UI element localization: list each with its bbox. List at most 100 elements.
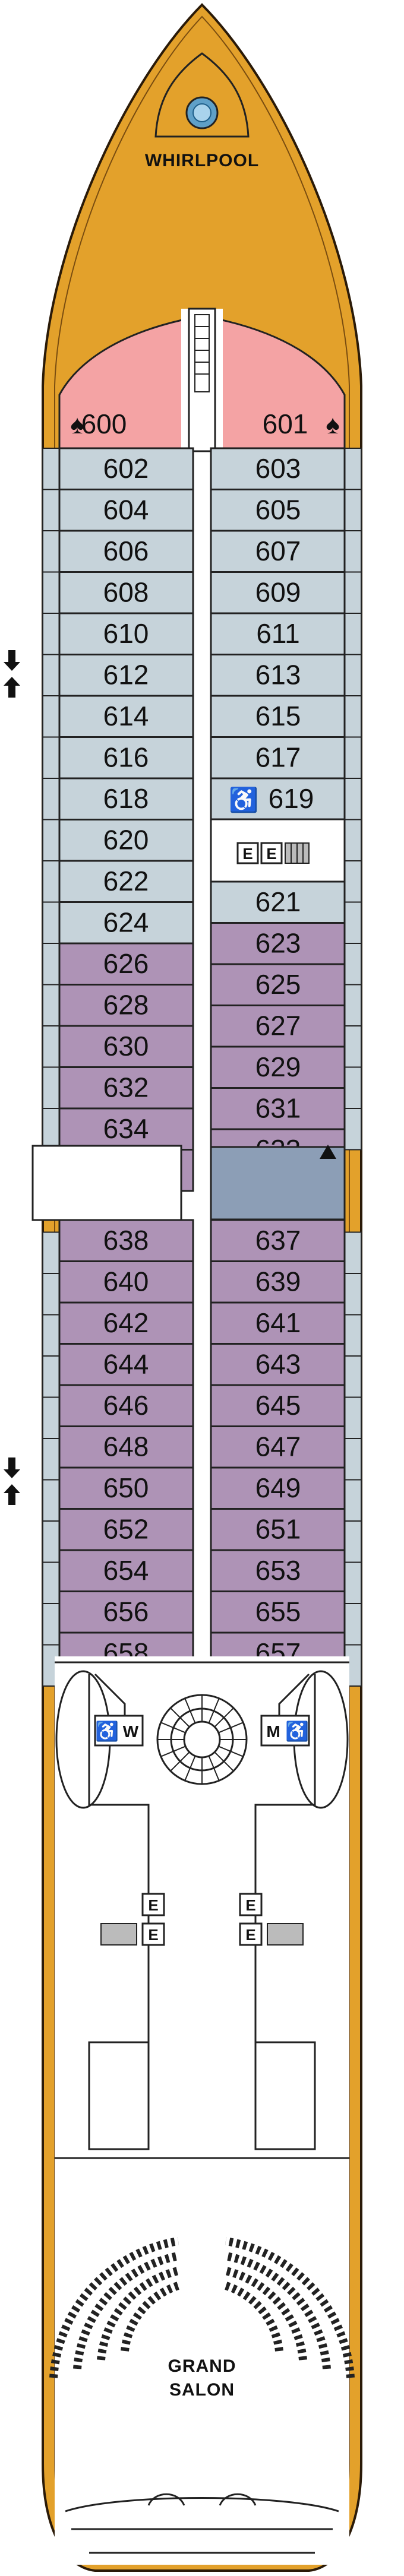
cabin-622[interactable]	[58, 860, 194, 903]
balcony-port	[42, 1231, 60, 1274]
cabin-number: 650	[103, 1472, 149, 1503]
cabin-number: 656	[103, 1596, 149, 1627]
elevator-icon[interactable]	[239, 1922, 263, 1946]
balcony-starboard	[344, 1438, 362, 1481]
elevator-icon[interactable]	[239, 1893, 263, 1916]
bow-structure	[154, 52, 250, 138]
cabin-number: 642	[103, 1307, 149, 1338]
cabin-642[interactable]	[58, 1301, 194, 1345]
elevator-icon[interactable]	[236, 842, 259, 864]
stairs-icon	[100, 1923, 137, 1946]
balcony-port	[42, 1479, 60, 1522]
cabin-625[interactable]	[210, 963, 346, 1006]
balcony-starboard	[344, 819, 362, 861]
whirlpool: WHIRLPOOL	[145, 96, 258, 170]
cabin-number: 603	[255, 453, 301, 484]
cabin-639[interactable]	[210, 1260, 346, 1304]
cabin-number: 634	[103, 1113, 149, 1144]
cabin-648[interactable]	[58, 1425, 194, 1469]
cabin-649[interactable]	[210, 1466, 346, 1510]
balcony-port	[42, 860, 60, 903]
balcony-starboard	[344, 448, 362, 490]
womens-restroom[interactable]: ♿ W	[94, 1715, 144, 1747]
balcony-starboard	[344, 984, 362, 1026]
cabin-627[interactable]	[210, 1005, 346, 1048]
balcony-port	[42, 943, 60, 986]
cabin-number: 652	[103, 1514, 149, 1545]
seat-row	[97, 2267, 179, 2360]
cabin-615[interactable]	[210, 695, 346, 738]
cabin-number: 638	[103, 1225, 149, 1256]
elevator-icon[interactable]	[141, 1893, 165, 1916]
wheelchair-icon: ♿	[285, 1720, 309, 1742]
cabin-number: 628	[103, 990, 149, 1021]
grand-salon-seating	[49, 2237, 355, 2378]
mens-restroom-label: M	[266, 1722, 280, 1741]
cabin-621[interactable]	[210, 880, 346, 924]
cabin-number: 619	[269, 783, 314, 814]
cabin-612[interactable]	[58, 654, 194, 697]
grand-salon[interactable]: GRAND SALON	[168, 2356, 236, 2400]
cabin-628[interactable]	[58, 984, 194, 1027]
cabin-number: 644	[103, 1349, 149, 1380]
cabin-650[interactable]	[58, 1466, 194, 1510]
balcony-port	[42, 613, 60, 655]
cabin-number: 609	[255, 577, 301, 608]
elevator-icon[interactable]	[260, 842, 283, 864]
balcony-starboard	[344, 1231, 362, 1274]
mens-restroom[interactable]: M ♿	[260, 1715, 310, 1747]
elevator-icon[interactable]	[141, 1922, 165, 1946]
cabin-607[interactable]	[210, 530, 346, 573]
cabin-608[interactable]	[58, 571, 194, 614]
cabin-624[interactable]	[58, 901, 194, 945]
seat-row	[121, 2282, 180, 2352]
cabin-611[interactable]	[210, 612, 346, 655]
cabin-634[interactable]	[58, 1107, 194, 1151]
cabin-number: 612	[103, 660, 149, 690]
elevator-bank-upper: E E	[236, 842, 310, 864]
suite-number: 601	[263, 408, 308, 439]
balcony-starboard	[344, 1273, 362, 1316]
cabin-number: 641	[255, 1307, 301, 1338]
seat-row	[225, 2267, 307, 2360]
cabin-643[interactable]	[210, 1343, 346, 1386]
cabin-632[interactable]	[58, 1066, 194, 1110]
cabin-641[interactable]	[210, 1301, 346, 1345]
cabin-630[interactable]	[58, 1025, 194, 1068]
balcony-starboard	[344, 1396, 362, 1439]
cabin-602[interactable]	[58, 447, 194, 490]
cabin-number: 637	[255, 1225, 301, 1256]
elevator-bank-aft-port: E E	[100, 1893, 165, 1946]
cabin-623[interactable]	[210, 922, 346, 965]
cabin-number: 626	[103, 948, 149, 979]
balcony-port	[42, 654, 60, 696]
cabin-617[interactable]	[210, 736, 346, 780]
cabin-647[interactable]	[210, 1425, 346, 1469]
cabin-635[interactable]	[210, 1146, 346, 1221]
cabin-645[interactable]	[210, 1384, 346, 1427]
cabin-603[interactable]	[210, 447, 346, 490]
cabin-626[interactable]	[58, 942, 194, 986]
seat-row	[224, 2282, 283, 2352]
cabin-644[interactable]	[58, 1343, 194, 1386]
balcony-port	[42, 1273, 60, 1316]
cabin-620[interactable]	[58, 819, 194, 862]
arrow-icon	[4, 650, 20, 1505]
cabin-609[interactable]	[210, 571, 346, 614]
balcony-starboard	[344, 1314, 362, 1357]
cabin-616[interactable]	[58, 736, 194, 780]
cabin-618[interactable]	[58, 777, 194, 820]
cabin-number: 617	[255, 742, 301, 773]
balcony-starboard	[344, 654, 362, 696]
cabin-640[interactable]	[58, 1260, 194, 1304]
cabin-637[interactable]	[210, 1219, 346, 1262]
cabin-605[interactable]	[210, 489, 346, 532]
cabin-629[interactable]	[210, 1045, 346, 1089]
cabin-number: 643	[255, 1349, 301, 1380]
cabin-652[interactable]	[58, 1508, 194, 1551]
cabin-613[interactable]	[210, 654, 346, 697]
cabin-631[interactable]	[210, 1087, 346, 1130]
balcony-starboard	[344, 1025, 362, 1068]
cabin-646[interactable]	[58, 1384, 194, 1427]
